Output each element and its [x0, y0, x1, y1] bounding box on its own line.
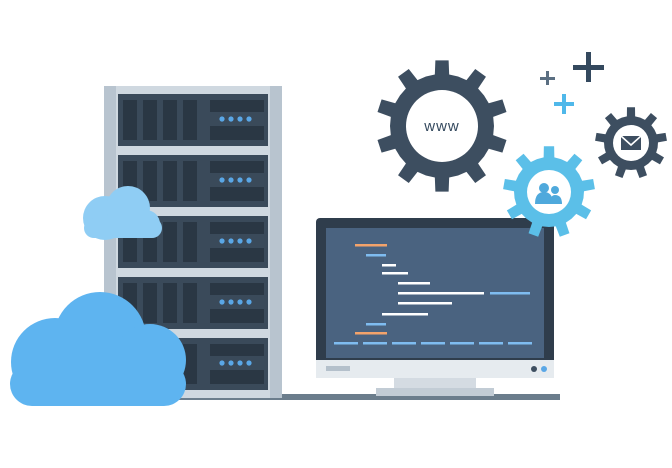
code-block	[334, 244, 532, 345]
status-led-icon	[246, 360, 252, 366]
code-line	[479, 342, 503, 345]
status-led-icon	[228, 360, 234, 366]
small-cloud	[83, 186, 162, 240]
status-led-icon	[237, 116, 243, 122]
status-led-icon	[228, 177, 234, 183]
code-line	[382, 313, 428, 316]
gear-users	[503, 146, 595, 237]
rack-unit	[118, 94, 268, 146]
code-line	[355, 332, 387, 335]
status-led-icon	[237, 177, 243, 183]
status-led-icon	[228, 238, 234, 244]
code-line	[392, 342, 416, 345]
envelope-icon	[620, 135, 642, 150]
monitor-brand-strip	[326, 366, 350, 371]
code-line	[366, 323, 386, 326]
status-led-icon	[219, 299, 225, 305]
plus-large-icon	[573, 52, 604, 82]
status-led-icon	[246, 299, 252, 305]
monitor-base	[376, 388, 494, 396]
status-led-icon	[246, 177, 252, 183]
gear-mail	[595, 107, 667, 178]
gear-www-inner	[406, 90, 478, 162]
plus-small-dark-icon	[540, 71, 555, 85]
code-line	[398, 292, 444, 295]
status-led-icon	[219, 116, 225, 122]
status-led-icon	[246, 238, 252, 244]
large-cloud	[10, 292, 186, 406]
code-line	[366, 254, 386, 257]
monitor	[316, 218, 554, 396]
code-line	[508, 342, 532, 345]
status-led-icon	[237, 238, 243, 244]
plus-small-blue-icon	[554, 94, 574, 114]
gear-www: www	[377, 60, 507, 192]
rack-side-right	[270, 86, 282, 398]
monitor-chin	[316, 360, 554, 378]
status-led-icon	[228, 299, 234, 305]
status-led-icon	[237, 299, 243, 305]
monitor-power-led	[531, 366, 537, 372]
status-led-icon	[228, 116, 234, 122]
gear-users-inner	[527, 170, 571, 214]
globe-www-icon: www	[423, 118, 460, 135]
code-line	[363, 342, 387, 345]
monitor-neck	[394, 378, 476, 390]
code-line	[421, 342, 445, 345]
code-line	[398, 302, 452, 305]
users-icon	[535, 183, 562, 204]
status-led-icon	[246, 116, 252, 122]
status-led-icon	[219, 360, 225, 366]
code-line	[398, 282, 430, 285]
code-line	[444, 292, 484, 295]
code-line	[355, 244, 387, 247]
monitor-led-blue	[541, 366, 547, 372]
status-led-icon	[219, 177, 225, 183]
status-led-icon	[219, 238, 225, 244]
code-line	[334, 342, 358, 345]
ground-line	[120, 394, 560, 400]
status-led-icon	[237, 360, 243, 366]
code-line	[450, 342, 474, 345]
code-line	[382, 264, 396, 267]
code-line	[382, 272, 408, 275]
code-line	[490, 292, 530, 295]
